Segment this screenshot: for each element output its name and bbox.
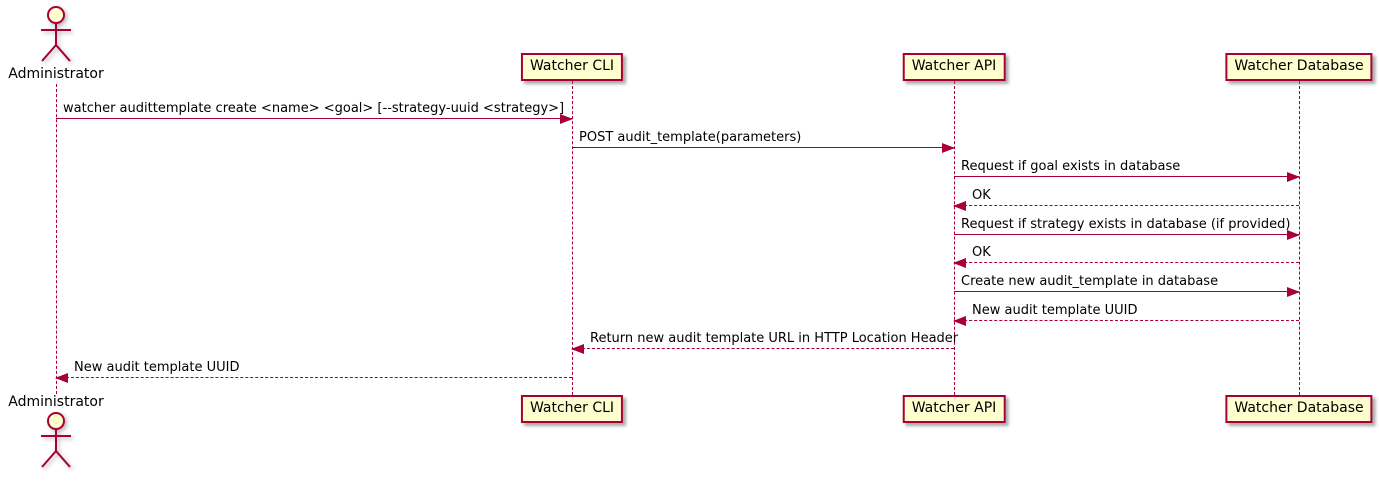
actor-label-bottom: Administrator (8, 394, 104, 410)
message-arrow (571, 343, 954, 354)
message-arrow (572, 142, 955, 153)
actor-icon (41, 412, 71, 468)
participant-watcher-database-top: Watcher Database (1225, 53, 1373, 81)
actor-label-top: Administrator (8, 66, 104, 82)
message-label: New audit template UUID (74, 360, 240, 375)
actor-icon (41, 6, 71, 62)
message-label: OK (972, 245, 991, 260)
message-arrow (55, 372, 572, 383)
participant-watcher-database-bottom: Watcher Database (1225, 395, 1373, 423)
actor-administrator-top (34, 4, 78, 68)
message-label: Return new audit template URL in HTTP Lo… (590, 331, 959, 346)
arrowhead-right-icon (560, 113, 573, 124)
lifeline-watcher-cli (572, 81, 573, 395)
participant-watcher-cli-top: Watcher CLI (520, 53, 624, 81)
message-create-audittemplate: watcher audittemplate create <name> <goa… (56, 101, 573, 124)
message-label: Request if goal exists in database (961, 159, 1181, 174)
arrowhead-right-icon (942, 142, 955, 153)
message-ok-strategy: OK (953, 245, 1299, 268)
message-ok-goal: OK (953, 188, 1299, 211)
message-create-audit-template-db: Create new audit_template in database (954, 274, 1300, 297)
message-label: watcher audittemplate create <name> <goa… (63, 101, 565, 116)
arrowhead-left-icon (953, 200, 966, 211)
message-label: New audit template UUID (972, 303, 1138, 318)
message-arrow (954, 171, 1300, 182)
message-arrow (953, 257, 1299, 268)
message-new-uuid-to-admin: New audit template UUID (55, 360, 572, 383)
actor-administrator-bottom (34, 410, 78, 474)
message-request-goal-exists: Request if goal exists in database (954, 159, 1300, 182)
message-arrow (953, 315, 1299, 326)
participant-watcher-api-bottom: Watcher API (902, 395, 1006, 423)
arrowhead-left-icon (55, 372, 68, 383)
message-return-url-location-header: Return new audit template URL in HTTP Lo… (571, 331, 959, 354)
message-post-audit-template: POST audit_template(parameters) (572, 130, 955, 153)
message-label: OK (972, 188, 991, 203)
participant-watcher-cli-bottom: Watcher CLI (520, 395, 624, 423)
arrowhead-left-icon (953, 257, 966, 268)
arrowhead-right-icon (1287, 229, 1300, 240)
message-arrow (954, 286, 1300, 297)
message-arrow (56, 113, 573, 124)
participant-watcher-api-top: Watcher API (902, 53, 1006, 81)
message-arrow (954, 229, 1300, 240)
message-label: Request if strategy exists in database (… (961, 217, 1291, 232)
lifeline-administrator (56, 84, 57, 394)
arrowhead-left-icon (571, 343, 584, 354)
arrowhead-left-icon (953, 315, 966, 326)
arrowhead-right-icon (1287, 171, 1300, 182)
message-label: Create new audit_template in database (961, 274, 1219, 289)
arrowhead-right-icon (1287, 286, 1300, 297)
lifeline-watcher-api (954, 81, 955, 395)
message-request-strategy-exists: Request if strategy exists in database (… (954, 217, 1300, 240)
message-new-uuid-from-db: New audit template UUID (953, 303, 1299, 326)
message-arrow (953, 200, 1299, 211)
message-label: POST audit_template(parameters) (579, 130, 802, 145)
